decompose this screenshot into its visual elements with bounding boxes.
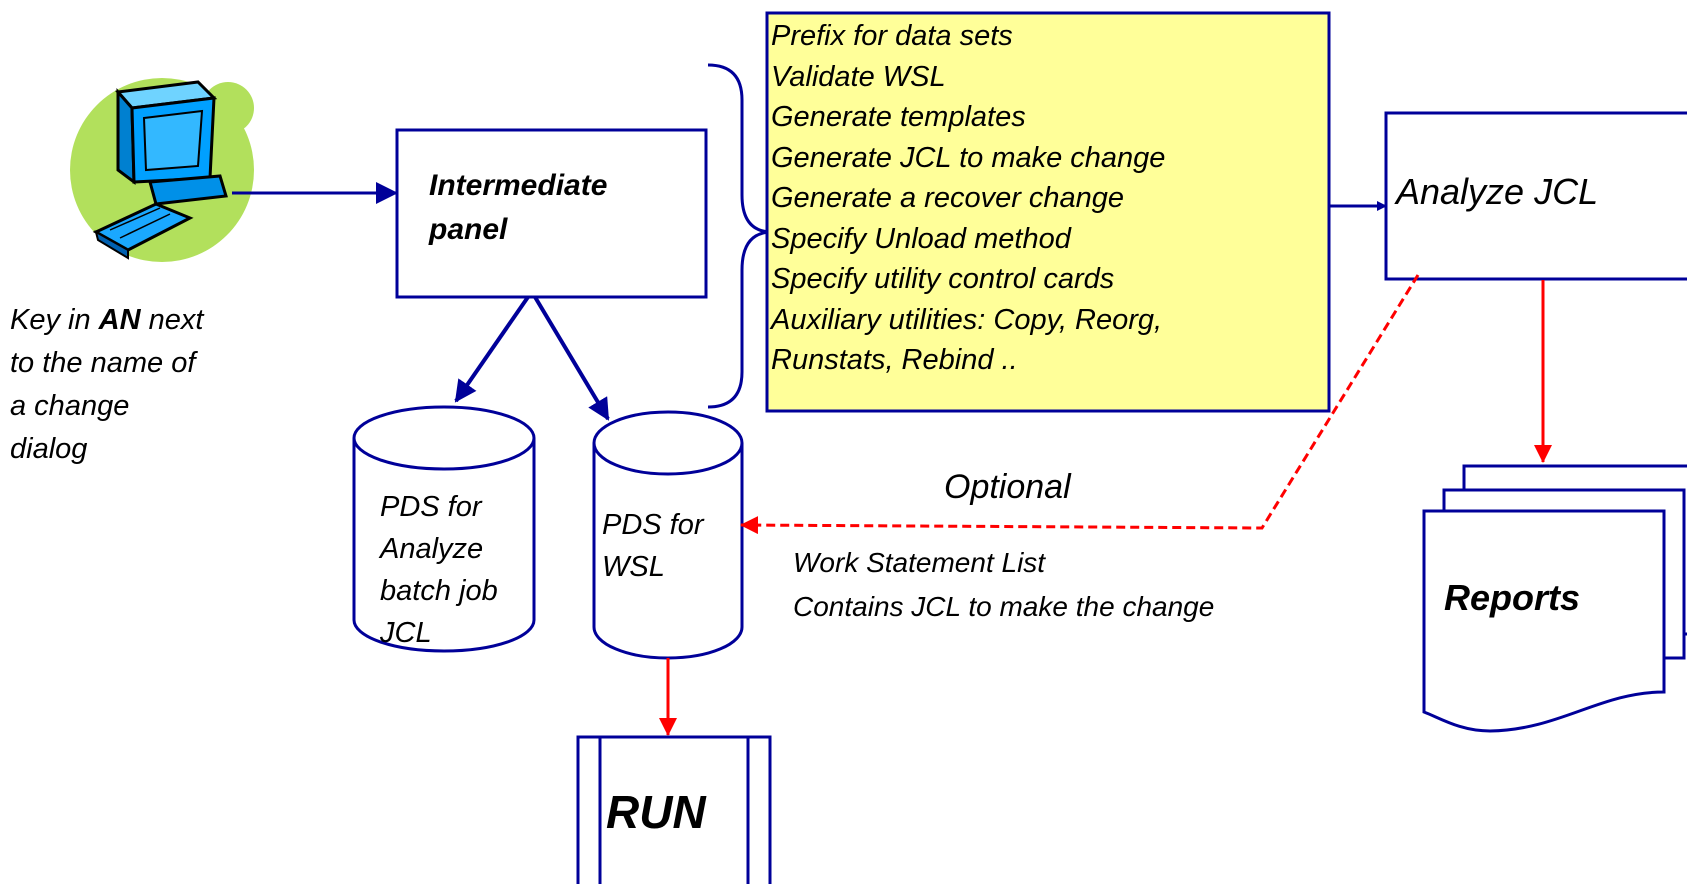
options-list-item: Specify utility control cards [771,263,1115,295]
run-label: RUN [606,786,706,838]
options-list: Prefix for data sets Validate WSL Genera… [771,16,1165,381]
options-list-box [765,11,1331,413]
options-list-item: Runstats, Rebind .. [771,344,1018,376]
intermediate-panel-label: Intermediate panel [429,169,608,246]
optional-dashed-arrow [740,274,1420,535]
arrow-panel-to-pds-wsl [533,295,610,421]
options-brace [707,63,773,409]
intermediate-panel-box [395,128,708,299]
options-list-item: Prefix for data sets [771,20,1013,52]
options-list-item: Validate WSL [771,60,946,93]
reports-label: Reports [1444,577,1580,618]
options-list-item: Specify Unload method [771,222,1071,255]
options-list-item: Auxiliary utilities: Copy, Reorg, [771,303,1163,336]
computer-icon [70,78,254,262]
pds-wsl-label: PDS for WSL [602,509,704,583]
user-note: Key in AN next to the name of a change d… [10,299,203,471]
pds-wsl-cylinder [592,410,744,660]
user-note-line: Key in AN next [10,304,204,336]
pds-analyze-cylinder [352,405,536,653]
optional-label: Optional [944,468,1072,506]
user-note-line: dialog [10,433,88,465]
options-list-item: Generate templates [771,101,1026,133]
run-box [576,735,772,884]
options-list-item: Generate JCL to make change [771,141,1166,174]
options-list-item: Generate a recover change [771,182,1125,214]
reports-document-stack [1422,464,1687,733]
analyze-jcl-label: Analyze JCL [1394,171,1598,212]
user-note-line: a change [10,390,130,422]
pds-analyze-label: PDS for Analyze batch job JCL [380,491,498,649]
user-note-line: to the name of [10,347,196,379]
arrow-panel-to-pds-analyze [454,295,530,403]
wsl-description: Work Statement List Contains JCL to make… [793,547,1215,622]
analyze-jcl-box [1384,111,1687,281]
